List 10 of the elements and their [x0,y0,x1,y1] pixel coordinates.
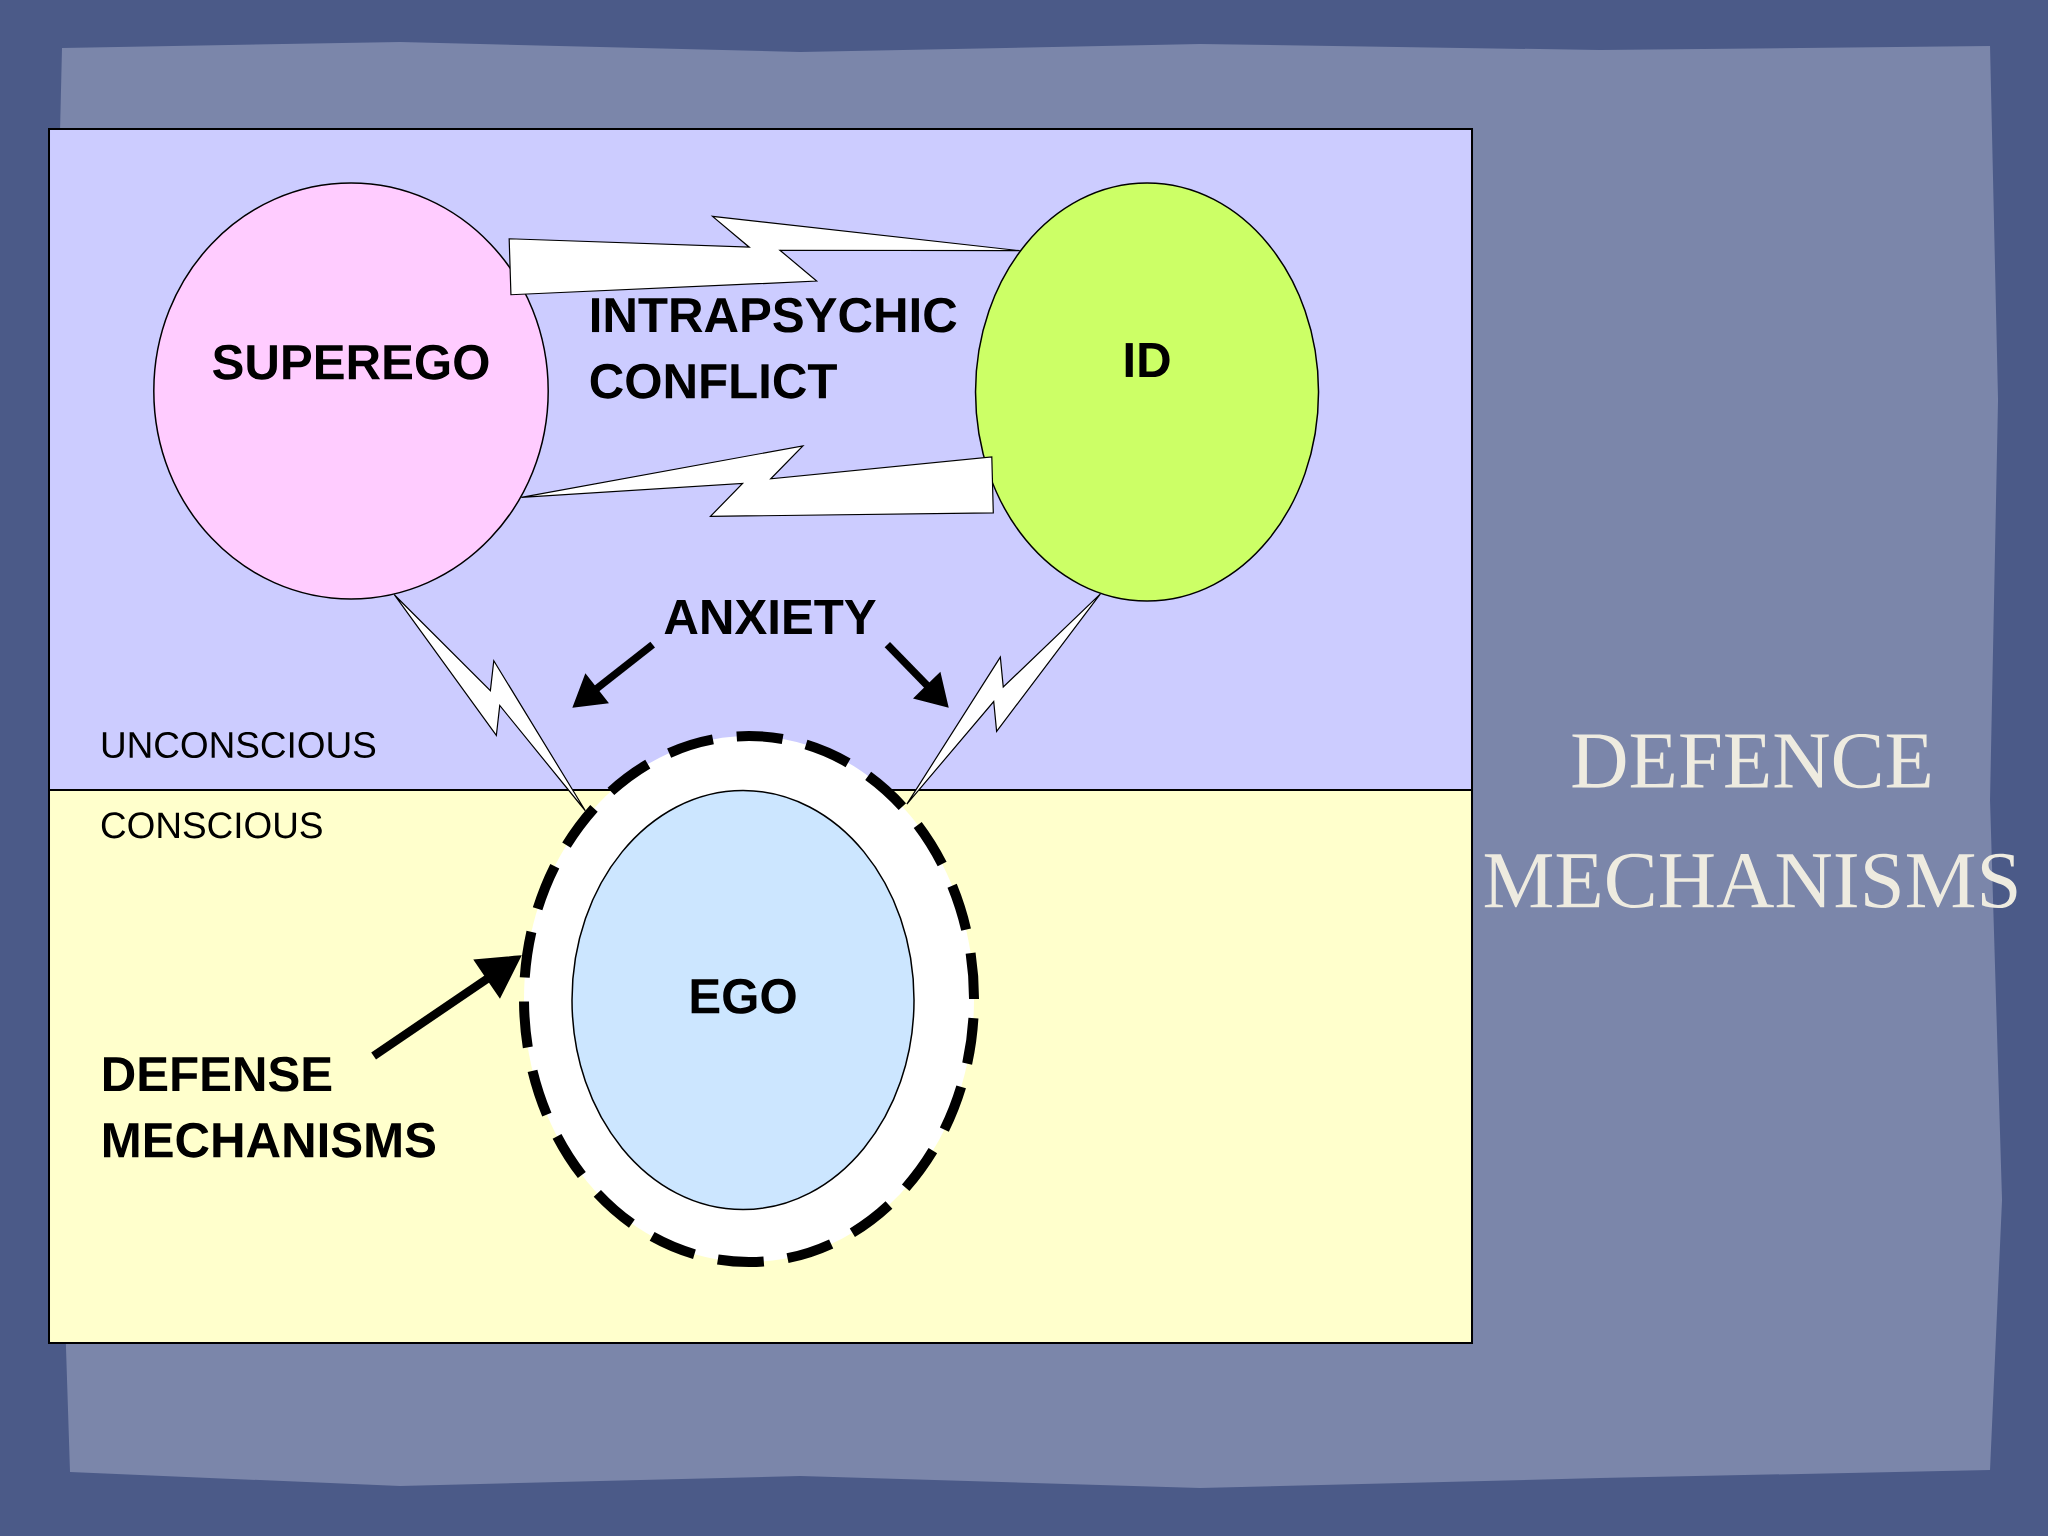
title: DEFENCE MECHANISMS [1484,733,2017,909]
band-label: UNCONSCIOUS [102,731,376,759]
lightning-bolt [508,215,1021,296]
band-label: CONSCIOUS [101,812,322,839]
lightning-bolt [520,444,994,517]
label: ANXIETY [664,600,876,634]
label: INTRAPSYCHIC CONFLICT [590,297,957,399]
lightning-bolt [906,593,1101,805]
lightning-bolt [393,594,586,812]
label: DEFENSE MECHANISMS [104,1056,435,1158]
